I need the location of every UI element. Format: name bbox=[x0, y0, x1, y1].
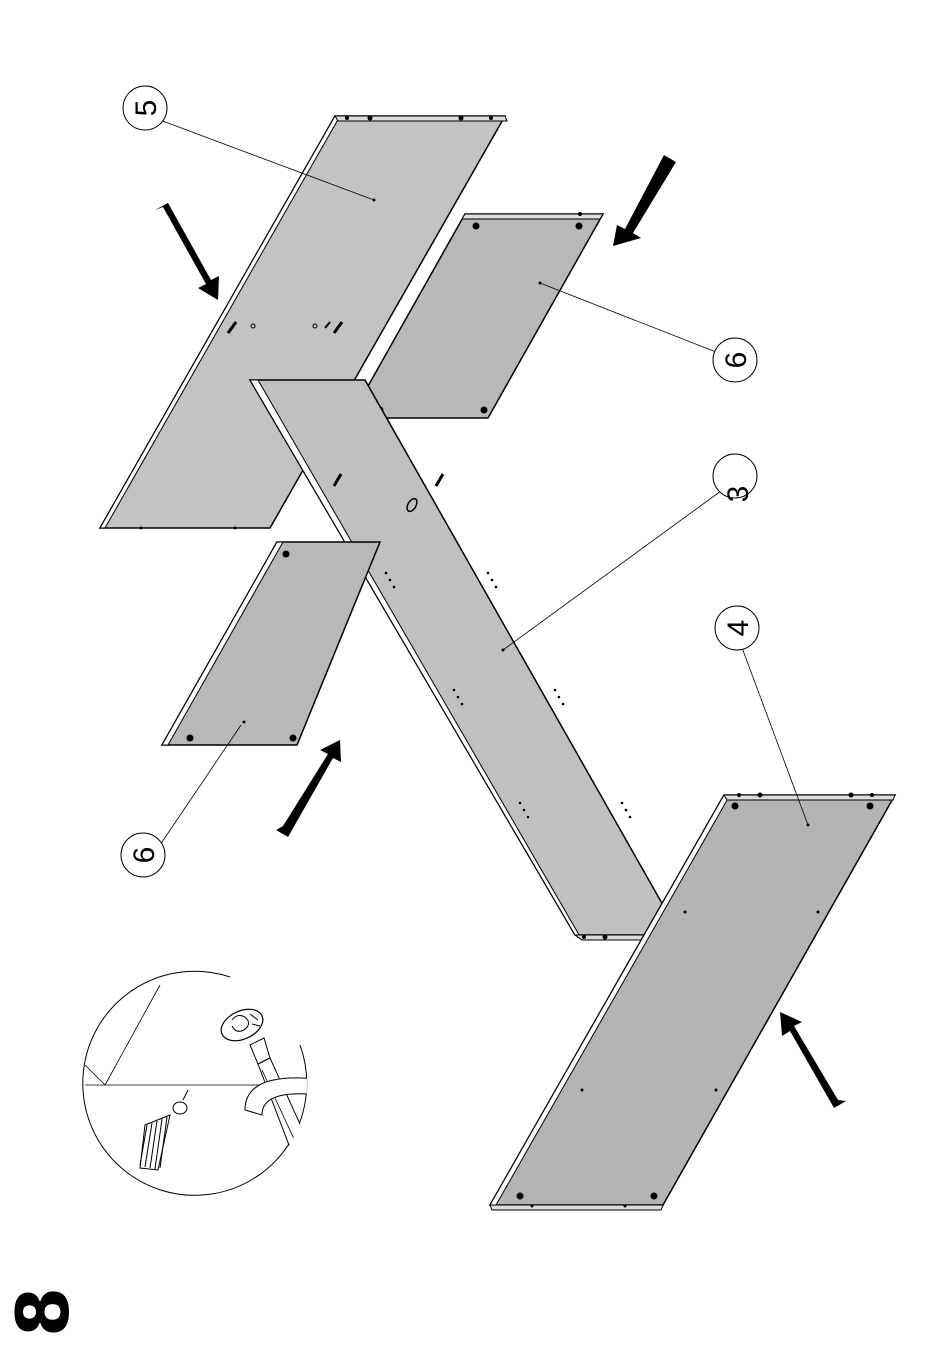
callout-6-top: 6 bbox=[713, 338, 757, 382]
callout-label: 5 bbox=[130, 100, 163, 117]
panel-6-bottom bbox=[162, 542, 380, 745]
step-number-label: 8 bbox=[1, 1287, 85, 1337]
step-number: 8 bbox=[1, 1287, 85, 1337]
callout-5: 5 bbox=[123, 86, 167, 130]
callout-6-bottom: 6 bbox=[121, 833, 165, 877]
callout-label: 3 bbox=[722, 486, 755, 503]
callout-label: 6 bbox=[128, 847, 161, 864]
callout-label: 4 bbox=[722, 620, 755, 637]
cam-lock-screwdriver-detail bbox=[83, 971, 369, 1204]
callout-label: 6 bbox=[720, 352, 753, 369]
callout-4: 4 bbox=[715, 606, 759, 650]
callout-3: 3 bbox=[713, 454, 757, 502]
